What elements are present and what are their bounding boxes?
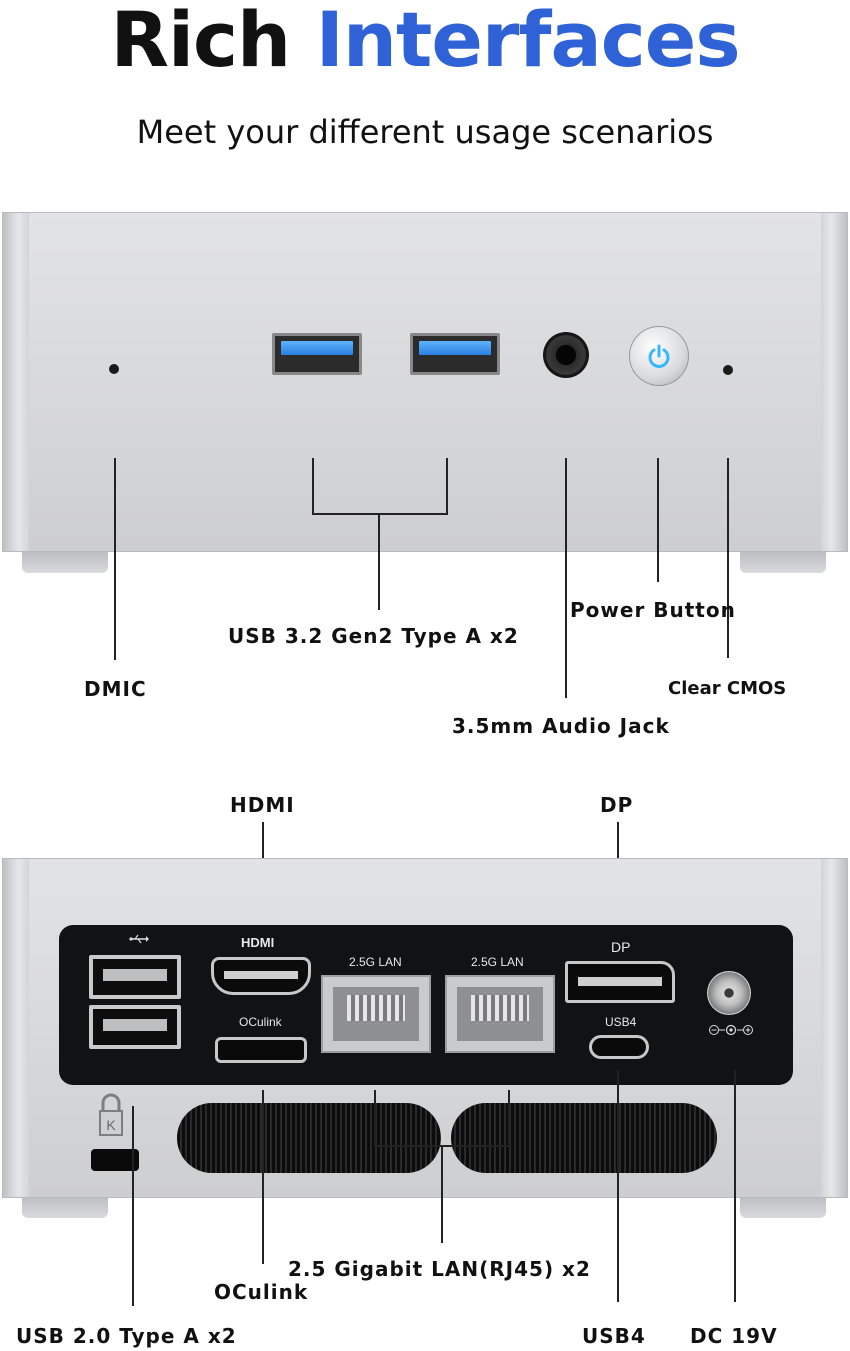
- front-foot-right: [740, 551, 826, 573]
- power-button: [629, 326, 689, 386]
- dmic-leader: [114, 458, 116, 660]
- hdmi-port-label: HDMI: [241, 935, 275, 950]
- page-title: Rich Interfaces: [0, 0, 850, 80]
- label-usb20: USB 2.0 Type A x2: [16, 1324, 237, 1348]
- dc-polarity-icon: [709, 1024, 753, 1036]
- usb-a-port-1: [272, 333, 362, 375]
- lan-leader-stem: [441, 1145, 443, 1243]
- usb32-leader-left: [312, 458, 314, 514]
- label-power-button: Power Button: [570, 598, 736, 622]
- oculink-port: [215, 1037, 307, 1063]
- io-panel: HDMI OCulink 2.5G LAN 2.5G LAN DP USB4: [59, 925, 793, 1085]
- usb32-leader-bar: [312, 513, 448, 515]
- vent-left: [177, 1103, 441, 1173]
- dp-port-label: DP: [611, 939, 631, 955]
- label-usb32: USB 3.2 Gen2 Type A x2: [228, 624, 519, 648]
- label-hdmi-top: HDMI: [230, 793, 295, 817]
- label-dmic: DMIC: [84, 677, 147, 701]
- usb4-port: [589, 1035, 649, 1059]
- usb32-leader-stem: [378, 513, 380, 610]
- lan-leader-right: [508, 1090, 510, 1146]
- front-panel: [2, 212, 848, 552]
- power-leader: [657, 458, 659, 582]
- usb-a-port-2: [410, 333, 500, 375]
- cmos-leader: [727, 458, 729, 658]
- front-foot-left: [22, 551, 108, 573]
- svg-text:K: K: [106, 1117, 116, 1133]
- dc-in-jack: [707, 971, 751, 1015]
- label-lan: 2.5 Gigabit LAN(RJ45) x2: [288, 1257, 591, 1281]
- rear-usb-a-port-1: [89, 955, 181, 999]
- displayport-port: [565, 961, 675, 1003]
- rear-usb-a-port-2: [89, 1005, 181, 1049]
- usb4-port-label: USB4: [605, 1015, 637, 1029]
- rear-panel: HDMI OCulink 2.5G LAN 2.5G LAN DP USB4 K: [2, 858, 848, 1198]
- lan-port-1: [321, 975, 431, 1053]
- title-word-interfaces: Interfaces: [315, 0, 741, 84]
- power-icon: [648, 344, 670, 368]
- label-dp-top: DP: [600, 793, 634, 817]
- dc-leader: [734, 1070, 736, 1302]
- dmic-hole: [109, 364, 119, 374]
- audio-leader: [565, 458, 567, 698]
- label-audio-jack: 3.5mm Audio Jack: [452, 714, 670, 738]
- title-word-rich: Rich: [110, 0, 291, 84]
- rear-foot-left: [22, 1196, 108, 1218]
- label-dc19v: DC 19V: [690, 1324, 778, 1348]
- label-clear-cmos: Clear CMOS: [668, 678, 787, 699]
- lan-port-2: [445, 975, 555, 1053]
- label-usb4: USB4: [582, 1324, 646, 1348]
- oculink-port-label: OCulink: [239, 1015, 282, 1029]
- lan2-port-label: 2.5G LAN: [471, 955, 524, 969]
- lan1-port-label: 2.5G LAN: [349, 955, 402, 969]
- lan-leader-left: [374, 1090, 376, 1146]
- vent-right: [451, 1103, 717, 1173]
- kensington-lock-icon: K: [99, 1093, 123, 1136]
- clear-cmos-hole: [723, 365, 733, 375]
- oculink-leader: [262, 1090, 264, 1264]
- usb32-leader-right: [446, 458, 448, 514]
- audio-jack: [543, 332, 589, 378]
- usb20-leader: [132, 1106, 134, 1306]
- front-view: USB 3.2 Gen2 Type A x2 Power Button DMIC…: [2, 212, 848, 738]
- usb-logo-icon: [129, 934, 149, 944]
- page-subtitle: Meet your different usage scenarios: [136, 113, 714, 151]
- hdmi-port: [211, 957, 311, 995]
- lock-slot: [91, 1149, 139, 1171]
- rear-foot-right: [740, 1196, 826, 1218]
- usb4-leader: [617, 1070, 619, 1302]
- label-oculink: OCulink: [214, 1280, 309, 1304]
